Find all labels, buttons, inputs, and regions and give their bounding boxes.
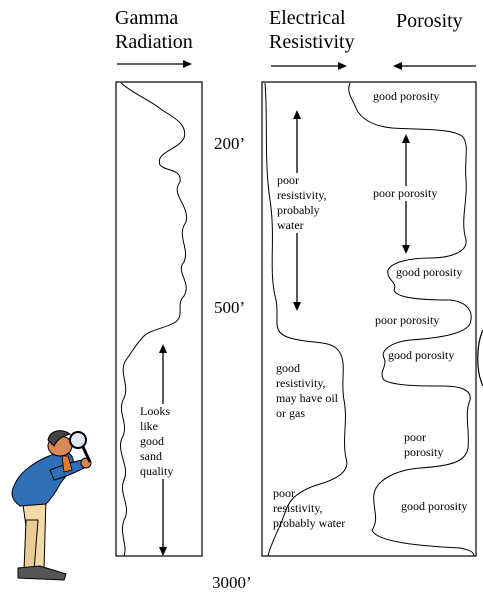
porosity-zone-6-label: poor porosity xyxy=(404,430,444,459)
porosity-zone-2-label: poor porosity xyxy=(373,186,438,201)
porosity-zone-1-label: good porosity xyxy=(373,89,440,103)
porosity-zone-5-label: good porosity xyxy=(388,348,455,362)
depth-3000-label: 3000’ xyxy=(212,573,252,592)
porosity-direction-arrow xyxy=(393,62,476,70)
depth-200-label: 200’ xyxy=(214,134,246,153)
detective-shoes xyxy=(17,565,67,581)
edge-fragment-shape xyxy=(477,329,483,387)
electrical-resistivity-header: Electrical Resistivity xyxy=(269,7,355,53)
resistivity-direction-arrow xyxy=(271,62,347,70)
gamma-curve xyxy=(120,82,187,557)
porosity-header: Porosity xyxy=(396,10,463,32)
magnifying-glass-icon xyxy=(69,431,92,463)
gamma-track-frame xyxy=(115,81,203,557)
log-track-frame xyxy=(261,81,477,557)
porosity-zone-4-label: poor porosity xyxy=(375,313,440,327)
resistivity-zone-1-label: poor resistivity, probably water xyxy=(277,173,327,233)
porosity-zone-3-label: good porosity xyxy=(396,265,463,279)
porosity-zone-7-label: good porosity xyxy=(401,499,468,513)
detective-illustration xyxy=(11,430,92,581)
resistivity-zone-2-label: good resistivity, may have oil or gas xyxy=(276,361,338,420)
detective-tie xyxy=(61,455,73,473)
gamma-direction-arrow xyxy=(117,60,192,68)
resistivity-curve xyxy=(264,82,348,557)
detective-coat xyxy=(11,451,74,507)
porosity-curve xyxy=(348,82,475,557)
resistivity-zone-3-label: poor resistivity, probably water xyxy=(273,486,346,530)
detective-hair xyxy=(47,430,72,447)
depth-500-label: 500’ xyxy=(214,298,246,317)
gamma-radiation-header: Gamma Radiation xyxy=(115,7,193,53)
gamma-sand-note: Looks like good sand quality xyxy=(140,404,174,479)
